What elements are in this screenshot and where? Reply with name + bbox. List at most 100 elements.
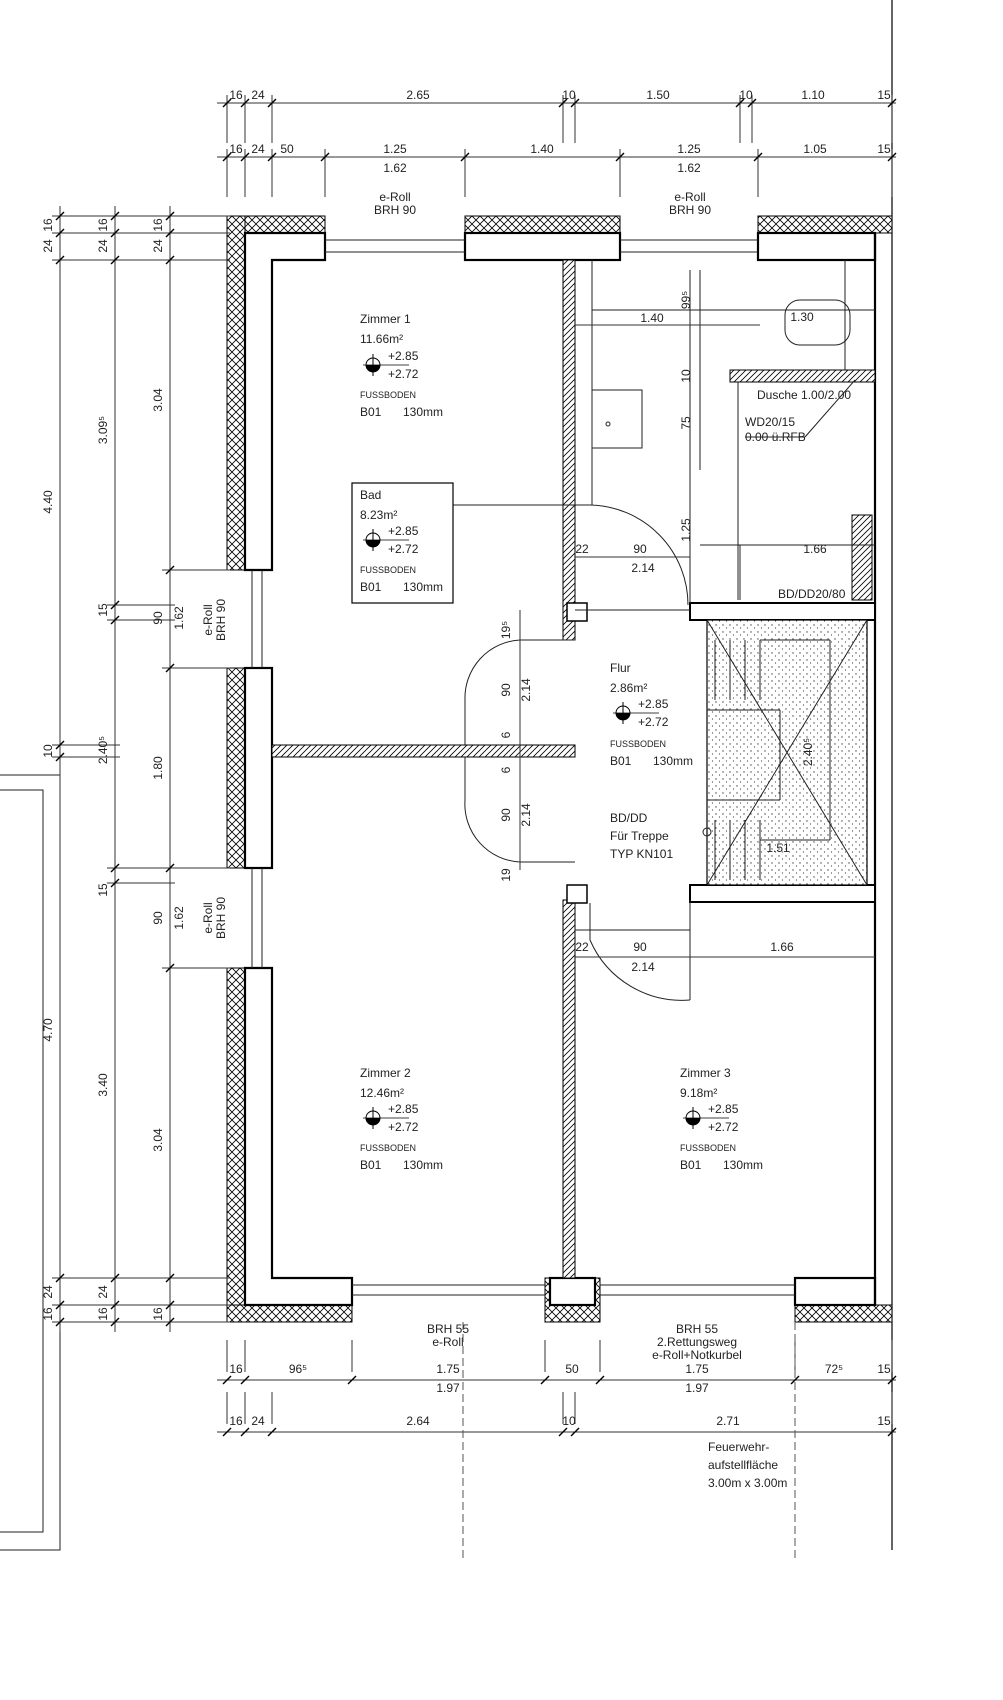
dimension-line	[110, 255, 120, 265]
adjacent-building	[0, 774, 61, 1551]
bath-fixtures	[575, 260, 875, 600]
dimension-line	[753, 152, 763, 162]
window-label: e-Roll	[674, 190, 705, 204]
dimension-line	[165, 1273, 175, 1283]
dim-label: 2.14	[519, 803, 533, 827]
dim-label: 24	[251, 88, 265, 102]
dim-label: 15	[96, 883, 110, 897]
dim-label: 16	[229, 1414, 243, 1428]
dimension-line	[165, 663, 175, 673]
window-label: e-Roll	[379, 190, 410, 204]
dimension-line	[110, 615, 120, 625]
floor-thickness: 130mm	[403, 580, 443, 594]
floor-thickness: 130mm	[653, 754, 693, 768]
level-top: +2.85	[388, 1102, 419, 1116]
dimension-line	[110, 878, 120, 888]
dim-label: 1.30	[790, 310, 814, 324]
dimension-line	[222, 98, 232, 108]
dim-label: 2.71	[716, 1414, 740, 1428]
dim-label: 15	[96, 603, 110, 617]
dimension-line	[55, 211, 65, 221]
dim-label: 90	[499, 683, 513, 697]
dimension-line	[347, 1375, 357, 1385]
window-label: e-Roll	[432, 1335, 463, 1349]
dim-label: 10	[679, 369, 693, 383]
dim-label: 2.40⁵	[801, 738, 815, 766]
dimension-line	[595, 1375, 605, 1385]
dimension-line	[735, 98, 745, 108]
window-label: BRH 90	[374, 203, 416, 217]
dim-label: 24	[41, 239, 55, 253]
dimension-line	[165, 211, 175, 221]
dimension-line	[110, 1300, 120, 1310]
room-zimmer2: Zimmer 2 12.46m² +2.85 +2.72 FUSSBODEN B…	[360, 1066, 443, 1172]
dimension-line	[887, 1427, 897, 1437]
dim-label: 15	[877, 1362, 891, 1376]
floor-label: FUSSBODEN	[360, 565, 416, 575]
dim-label: 1.25	[679, 518, 693, 542]
dim-label: 24	[96, 1285, 110, 1299]
dimension-line	[165, 1300, 175, 1310]
room-area: 11.66m²	[360, 332, 403, 346]
dim-label: 15	[877, 142, 891, 156]
dim-label: 16	[41, 1307, 55, 1321]
fire-area-label: aufstellfläche	[708, 1458, 778, 1472]
dim-label: 1.51	[766, 841, 790, 855]
dimension-line	[558, 98, 568, 108]
dim-label: 50	[280, 142, 294, 156]
room-bad: Bad 8.23m² +2.85 +2.72 FUSSBODEN B01 130…	[360, 488, 443, 594]
window-label: BRH 55	[676, 1322, 718, 1336]
room-area: 8.23m²	[360, 508, 397, 522]
fire-area-label: 3.00m x 3.00m	[708, 1476, 787, 1490]
floor-label: FUSSBODEN	[610, 739, 666, 749]
window-label: e-Roll	[201, 604, 215, 635]
dim-label: 2.14	[519, 678, 533, 702]
dim-label: 1.25	[383, 142, 407, 156]
dim-label: 1.25	[677, 142, 701, 156]
dim-label: 1.97	[436, 1381, 460, 1395]
dimension-line	[110, 228, 120, 238]
staircase	[702, 619, 868, 886]
dim-label: 90	[633, 940, 647, 954]
room-area: 12.46m²	[360, 1086, 404, 1100]
level-bottom: +2.72	[708, 1120, 739, 1134]
dimension-line	[222, 152, 232, 162]
dim-label: 1.62	[172, 606, 186, 630]
window-label: BRH 55	[427, 1322, 469, 1336]
dim-label: 1.80	[151, 756, 165, 780]
wall-note: 0.00 ü.RFB	[745, 430, 806, 444]
dimension-line	[110, 211, 120, 221]
washbasin	[591, 389, 643, 449]
dim-label: 1.62	[172, 906, 186, 930]
level-bottom: +2.72	[388, 542, 419, 556]
dimension-line	[558, 1427, 568, 1437]
top-dimensions: 16 24 2.65 10 1.50 10 1.10 15 16 24 50 1…	[229, 88, 891, 175]
dimension-line	[267, 98, 277, 108]
window-label: BRH 90	[214, 897, 228, 939]
dim-label: 2.14	[631, 561, 655, 575]
dimension-line	[55, 1273, 65, 1283]
dimension-line	[222, 1427, 232, 1437]
dim-label: 4.40	[41, 490, 55, 514]
dimension-line	[165, 228, 175, 238]
dim-label: 1.75	[685, 1362, 709, 1376]
dimension-line	[165, 565, 175, 575]
shaft	[851, 514, 873, 601]
room-name: Bad	[360, 488, 381, 502]
dim-label: 16	[229, 88, 243, 102]
dim-label: 72⁵	[825, 1362, 843, 1376]
dimension-line	[240, 152, 250, 162]
floor-code: B01	[360, 1158, 382, 1172]
dim-label: 24	[96, 239, 110, 253]
level-top: +2.85	[388, 524, 419, 538]
dimension-line	[55, 740, 65, 750]
dim-label: 22	[575, 940, 589, 954]
dimension-line	[615, 152, 625, 162]
dim-label: 24	[251, 142, 265, 156]
dimension-line	[165, 963, 175, 973]
dimension-line	[267, 152, 277, 162]
window-label: BRH 90	[669, 203, 711, 217]
dimension-line	[55, 752, 65, 762]
dimension-line	[540, 1375, 550, 1385]
dim-label: 96⁵	[289, 1362, 307, 1376]
